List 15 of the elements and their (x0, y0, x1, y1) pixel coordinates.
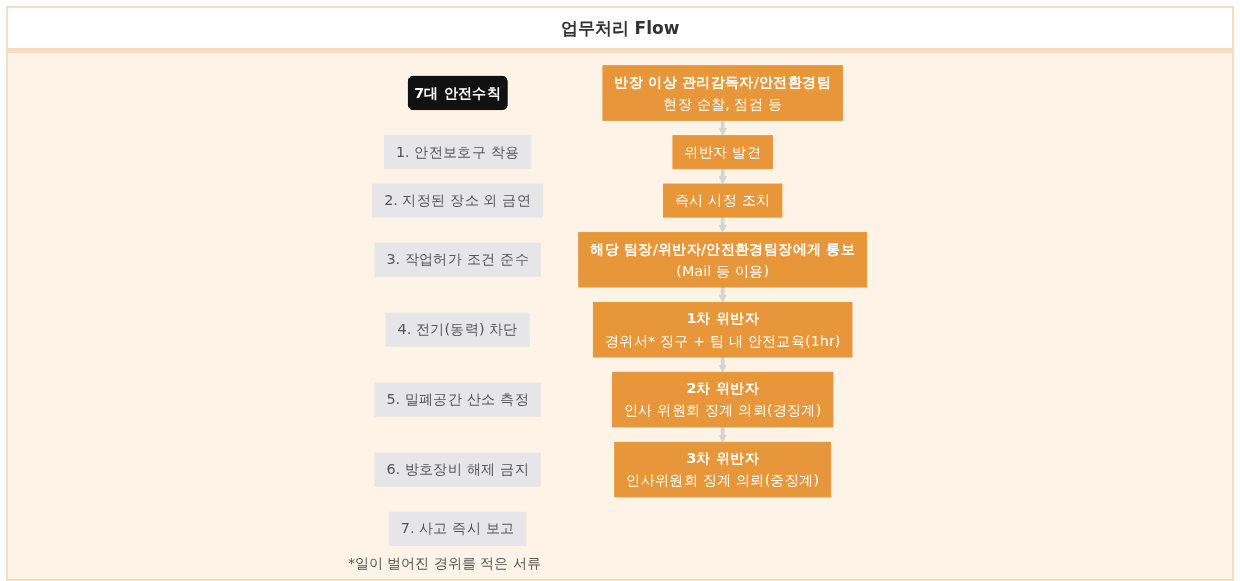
node-box: 6. 방호장비 해제 금지 (374, 452, 542, 487)
arrow (718, 356, 728, 373)
diagram-title: 업무처리 Flow (8, 8, 1232, 53)
arrow (718, 426, 728, 443)
node-box: 1차 위반자 경위서* 징구 + 팀 내 안전교육(1hr) (593, 301, 853, 358)
node-box: 해당 팀장/위반자/안전환경팀장에게 통보 (Mail 등 이용) (578, 231, 868, 288)
node-box: 반장 이상 관리감독자/안전환경팀 현장 순찰, 점검 등 (602, 65, 844, 121)
node-box: 위반자 발견 (672, 135, 774, 170)
arrow (718, 119, 728, 136)
arrow (718, 168, 728, 185)
node-box: 즉시 시정 조치 (663, 183, 783, 218)
arrow (718, 286, 728, 303)
node-box: 2차 위반자 인사 위원회 징계 의뢰(경징계) (612, 371, 834, 428)
node-box: 3차 위반자 인사위원회 징계 의뢰(중징계) (614, 441, 832, 498)
arrow (718, 216, 728, 233)
